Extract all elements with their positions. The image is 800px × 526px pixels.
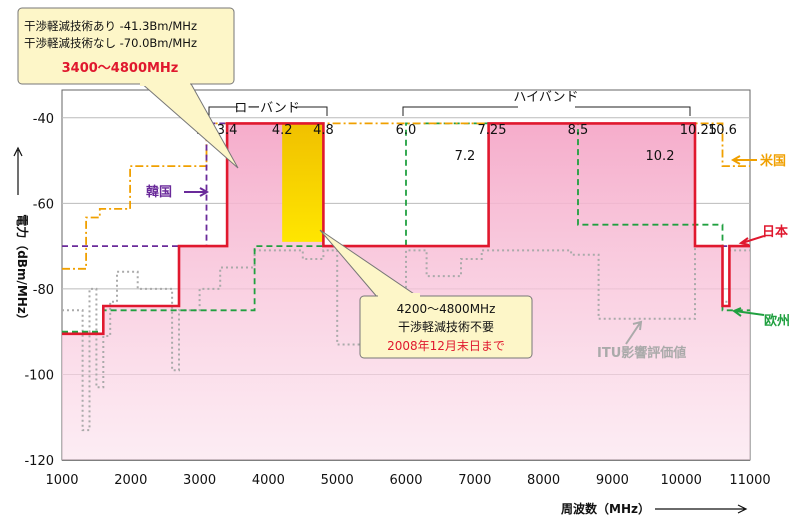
callout1-line3: 3400～4800MHz [62,61,179,76]
y-axis-label: 電力（dBm/MHz） [15,214,30,326]
top-frequency-label: 7.25 [478,123,507,138]
top-frequency-label: 10.6 [708,123,737,138]
callout2-line3: 2008年12月末日まで [387,339,505,353]
x-tick-label: 8000 [527,473,560,488]
y-axis-arrow [13,146,23,195]
top-frequency-label: 6.0 [396,123,417,138]
legend-arrow-kr [184,187,210,197]
top-frequency-label: 8.5 [568,123,589,138]
legend-label-eu: 欧州 [764,313,790,329]
callout1-line2: 干渉軽減技術なし -70.0Bm/MHz [24,36,197,50]
series-line [62,122,750,336]
top-frequency-label: 3.4 [217,123,238,138]
callout2-line1: 4200～4800MHz [397,302,496,316]
x-tick-label: 6000 [389,473,422,488]
x-tick-label: 2000 [114,473,147,488]
inner-label-7-2: 7.2 [455,149,476,164]
x-tick-labels: 1000 2000 3000 4000 5000 6000 7000 8000 9000 1000… [45,473,770,488]
legend-label-itu: ITU影響評価値 [597,345,686,361]
series-layer [62,122,750,432]
y-tick-label: -120 [24,454,54,469]
x-tick-label: 7000 [458,473,491,488]
callout-no-mitigation: 4200～4800MHz 干渉軽減技術不要 2008年12月末日まで [319,229,533,359]
high-band-bracket [402,106,691,116]
y-tick-label: -80 [33,283,54,298]
x-tick-label: 10000 [661,473,702,488]
top-frequency-label: 4.8 [313,123,334,138]
callout2-line2: 干渉軽減技術不要 [398,319,494,334]
x-tick-label: 11000 [729,473,770,488]
y-tick-label: -100 [24,368,54,383]
series-line [62,122,750,270]
legend-label-jp: 日本 [762,224,788,240]
callout-interference-mitigation: 干渉軽減技術あり -41.3Bm/MHz 干渉軽減技術なし -70.0Bm/MH… [17,7,239,169]
top-frequency-label: 10.25 [680,123,717,138]
x-tick-label: 4000 [252,473,285,488]
x-tick-label: 5000 [321,473,354,488]
y-tick-label: -40 [33,112,54,127]
legend-label-kr: 韓国 [146,184,172,200]
low-band-label: ローバンド [234,101,300,116]
x-tick-label: 9000 [596,473,629,488]
x-tick-label: 3000 [183,473,216,488]
x-tick-label: 1000 [45,473,78,488]
low-band-bracket [208,106,328,116]
legend-arrow-jp [738,235,765,246]
series-line [62,245,750,432]
legend-arrow-us [730,155,757,165]
y-tick-labels: -40 -60 -80 -100 -120 [24,112,54,469]
legend-label-us: 米国 [760,153,786,169]
callout1-line1: 干渉軽減技術あり -41.3Bm/MHz [24,19,197,33]
top-frequency-label: 4.2 [272,123,293,138]
inner-label-10-2: 10.2 [646,149,675,164]
high-band-label: ハイバンド [513,90,578,105]
x-axis-arrow [655,504,748,514]
legend-arrow-itu [625,320,643,345]
legend-arrow-eu [731,307,765,317]
y-tick-label: -60 [33,197,54,212]
x-axis-label: 周波数（MHz） [561,501,650,516]
no-mitigation-region [282,123,324,242]
